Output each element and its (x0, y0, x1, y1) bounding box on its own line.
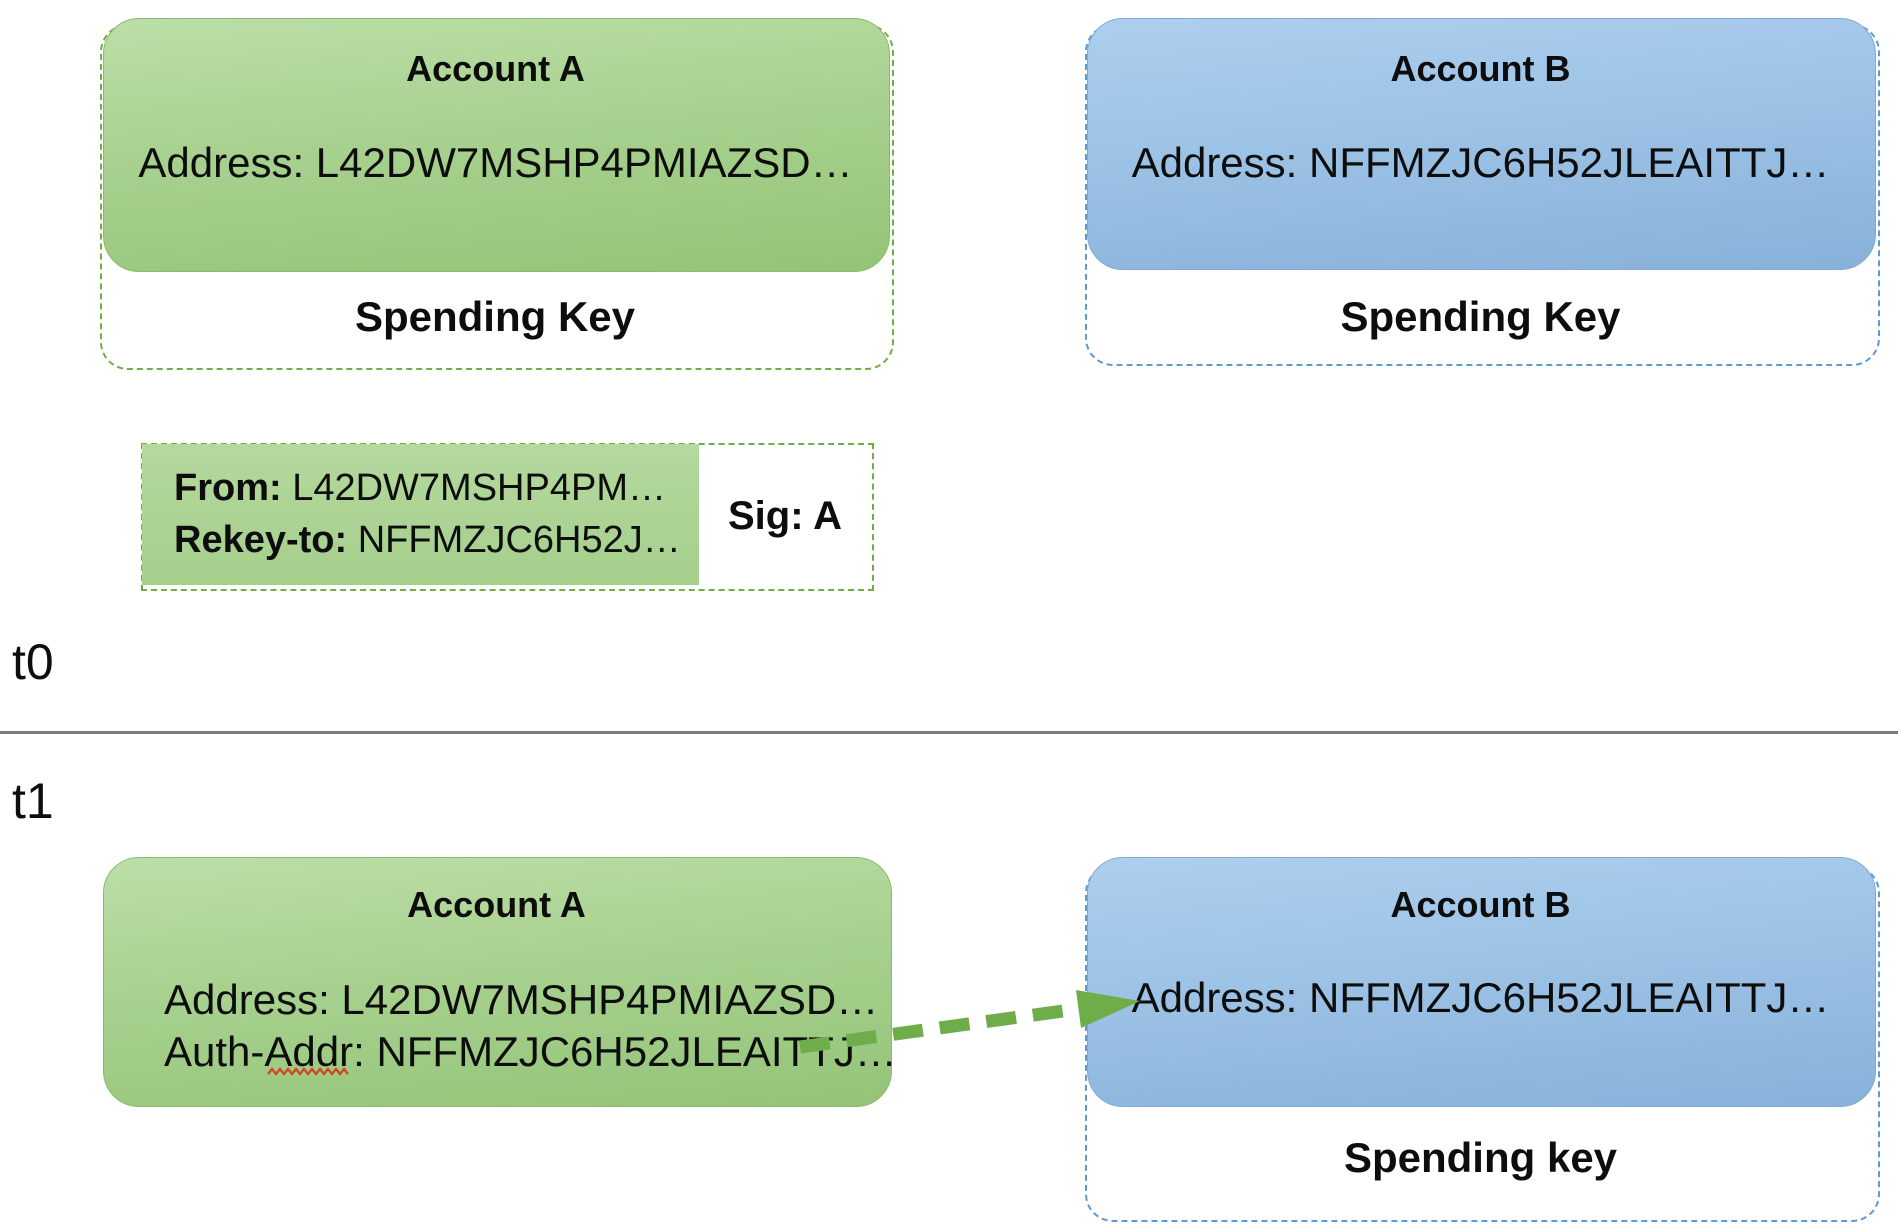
txn-rekey-value: NFFMZJC6H52J… (347, 519, 681, 561)
t1-account-a-address: Address: L42DW7MSHP4PMIAZSD… (164, 976, 879, 1023)
txn-rekey-line: Rekey-to: NFFMZJC6H52J… (174, 514, 681, 566)
t0-account-b-box (1087, 18, 1876, 270)
txn-rekey-label: Rekey-to: (174, 519, 348, 561)
t1-account-b-title: Account B (1390, 884, 1571, 925)
t1-account-b-spending-key-label: Spending key (1343, 1134, 1618, 1181)
t0-account-a-spending-key-label: Spending Key (354, 293, 636, 340)
t0-account-a-box (103, 18, 890, 272)
t1-time-label: t1 (12, 773, 54, 829)
t1-account-a-title: Account A (407, 884, 586, 925)
t1-account-a-box (103, 857, 892, 1107)
t1-account-b-box (1087, 857, 1876, 1107)
t0-account-a-title: Account A (406, 48, 585, 89)
timeline-divider (0, 731, 1898, 734)
t1-account-a-auth-addr: Auth-Addr: NFFMZJC6H52JLEAITTJ… (164, 1028, 897, 1075)
t0-account-b-address: Address: NFFMZJC6H52JLEAITTJ… (1131, 139, 1830, 186)
txn-from-label: From: (174, 467, 282, 509)
rekey-transaction-fields (142, 444, 699, 585)
txn-from-value: L42DW7MSHP4PM… (281, 467, 666, 509)
rekey-transaction-text: From: L42DW7MSHP4PM… Rekey-to: NFFMZJC6H… (174, 462, 681, 566)
t0-account-b-title: Account B (1390, 48, 1571, 89)
t0-account-b-spending-key-label: Spending Key (1340, 293, 1621, 340)
t1-account-b-address: Address: NFFMZJC6H52JLEAITTJ… (1131, 974, 1830, 1021)
t0-account-a-address: Address: L42DW7MSHP4PMIAZSD… (138, 139, 853, 186)
t1-account-a-address-block: Address: L42DW7MSHP4PMIAZSD… Auth-Addr: … (164, 974, 897, 1078)
txn-signature-label: Sig: A (727, 494, 843, 538)
t0-time-label: t0 (12, 634, 54, 690)
txn-from-line: From: L42DW7MSHP4PM… (174, 462, 681, 514)
